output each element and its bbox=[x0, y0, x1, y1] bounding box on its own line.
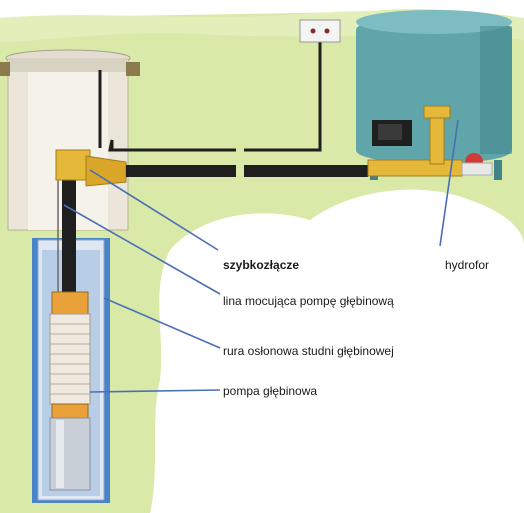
pump-body bbox=[49, 313, 91, 405]
pressure-tank-shade bbox=[480, 26, 512, 154]
pressure-gauge bbox=[423, 105, 451, 119]
pump-inlet bbox=[51, 403, 89, 419]
pointer-pressure-tank bbox=[439, 119, 459, 247]
label-casing-pipe: rura osłonowa studni głębinowej bbox=[223, 344, 394, 358]
socket-pin-2 bbox=[324, 28, 330, 34]
pump-stages bbox=[50, 323, 90, 395]
electric-cable bbox=[108, 40, 322, 152]
manifold bbox=[367, 159, 463, 177]
pressure-tank-top bbox=[356, 10, 512, 34]
horizontal-pipe-2 bbox=[244, 165, 368, 177]
quick-coupler bbox=[55, 149, 91, 181]
label-pressure-tank: hydrofor bbox=[445, 258, 490, 272]
pointer-casing-pipe bbox=[103, 297, 221, 349]
pointer-deep-well-pump bbox=[89, 389, 221, 393]
pump-motor-highlight bbox=[56, 420, 64, 488]
label-deep-well-pump: pompa głębinowa bbox=[223, 384, 318, 398]
electrical-socket bbox=[299, 19, 341, 43]
socket-pin-1 bbox=[310, 28, 316, 34]
label-quick-coupler: szybkozłącze bbox=[223, 258, 300, 272]
pointer-pump-rope bbox=[63, 204, 221, 295]
horizontal-pipe-1 bbox=[126, 165, 236, 177]
drop-pipe bbox=[62, 175, 76, 295]
tank-leg-2 bbox=[494, 160, 502, 180]
pump-head bbox=[51, 291, 89, 315]
pressure-switch-face bbox=[378, 124, 402, 140]
soil-band-right bbox=[126, 62, 140, 76]
pointer-lines bbox=[63, 119, 459, 393]
manifold-riser bbox=[429, 117, 445, 165]
well-cap-rim bbox=[8, 58, 128, 72]
outlet-pipe bbox=[461, 162, 493, 176]
pointer-quick-coupler bbox=[89, 169, 219, 251]
quick-coupler-flange bbox=[85, 155, 127, 187]
label-pump-rope: lina mocująca pompę głębinową bbox=[223, 294, 394, 308]
cutout-area bbox=[150, 189, 524, 513]
soil-band-left bbox=[0, 62, 10, 76]
